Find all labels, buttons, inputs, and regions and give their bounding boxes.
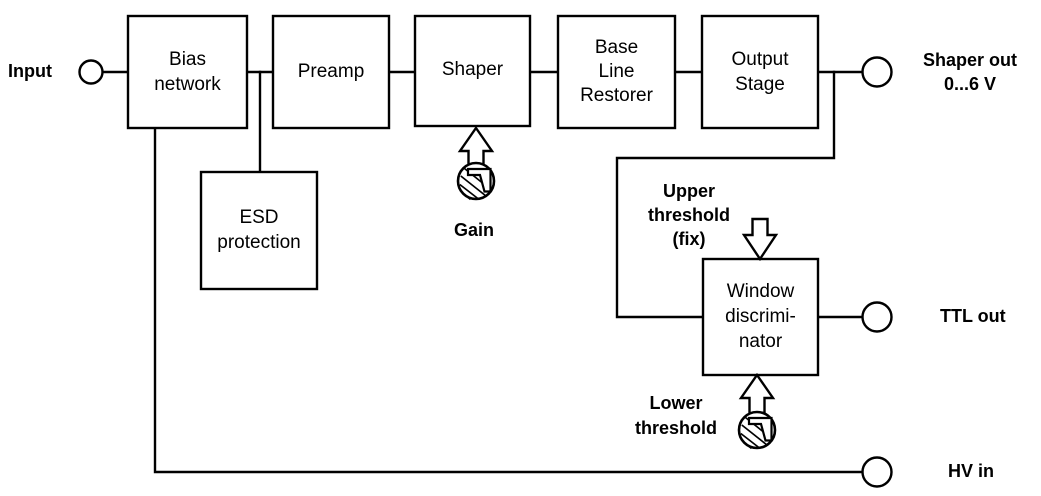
block-blr-label-line3: Restorer — [580, 85, 654, 106]
block-blr-label-line1: Base — [595, 37, 638, 58]
input-label: Input — [8, 61, 52, 81]
upper-threshold-label-line2: threshold — [648, 205, 730, 225]
input-terminal[interactable] — [78, 59, 104, 85]
block-bias-network[interactable]: Bias network — [126, 14, 249, 130]
block-window-discriminator-label-line2: discrimi- — [725, 306, 796, 327]
ttl-out-label: TTL out — [940, 306, 1006, 326]
shaper-out-label-line2: 0...6 V — [944, 74, 996, 94]
block-window-discriminator-label-line1: Window — [727, 281, 795, 302]
block-shaper[interactable]: Shaper — [413, 14, 532, 128]
upper-threshold-label-line1: Upper — [663, 181, 715, 201]
hv-in-label: HV in — [948, 461, 994, 481]
wire-bias-to-hv-bus — [153, 126, 879, 474]
hollow-arrow-down-icon — [741, 217, 779, 262]
gain-control-group[interactable]: Gain — [454, 125, 496, 240]
block-blr-label-line2: Line — [599, 61, 635, 82]
block-shaper-label: Shaper — [442, 59, 504, 80]
block-base-line-restorer[interactable]: Base Line Restorer — [556, 14, 677, 130]
block-preamp[interactable]: Preamp — [271, 14, 391, 130]
block-output-stage-label-line1: Output — [731, 49, 789, 70]
shaper-out-label-line1: Shaper out — [923, 50, 1017, 70]
block-window-discriminator[interactable]: Window discrimi- nator — [701, 257, 820, 377]
block-window-discriminator-label-line3: nator — [739, 331, 783, 352]
block-esd-label-line1: ESD — [239, 207, 278, 228]
block-output-stage-label-line2: Stage — [735, 74, 785, 95]
block-esd-protection[interactable]: ESD protection — [199, 170, 319, 291]
block-esd-label-line2: protection — [217, 232, 300, 253]
hollow-arrow-up-icon — [738, 372, 776, 416]
gain-label: Gain — [454, 220, 494, 240]
block-output-stage[interactable]: Output Stage — [700, 14, 820, 130]
lower-threshold-label-line1: Lower — [649, 393, 702, 413]
wire-output-stage-branch-to-discriminator — [615, 70, 836, 319]
block-bias-network-label-line1: Bias — [169, 49, 206, 70]
upper-threshold-label-line3: (fix) — [673, 229, 706, 249]
hv-in-terminal[interactable] — [861, 456, 893, 488]
block-preamp-label: Preamp — [298, 61, 365, 82]
ttl-out-terminal[interactable] — [861, 301, 893, 333]
lower-threshold-trimmer-icon[interactable] — [737, 410, 777, 450]
lower-threshold-control-group[interactable]: Lower threshold — [635, 372, 777, 450]
upper-threshold-control-group: Upper threshold (fix) — [648, 181, 779, 262]
lower-threshold-label-line2: threshold — [635, 418, 717, 438]
shaper-out-terminal[interactable] — [861, 56, 893, 88]
block-bias-network-label-line2: network — [154, 74, 221, 95]
gain-trimmer-icon[interactable] — [456, 161, 496, 201]
